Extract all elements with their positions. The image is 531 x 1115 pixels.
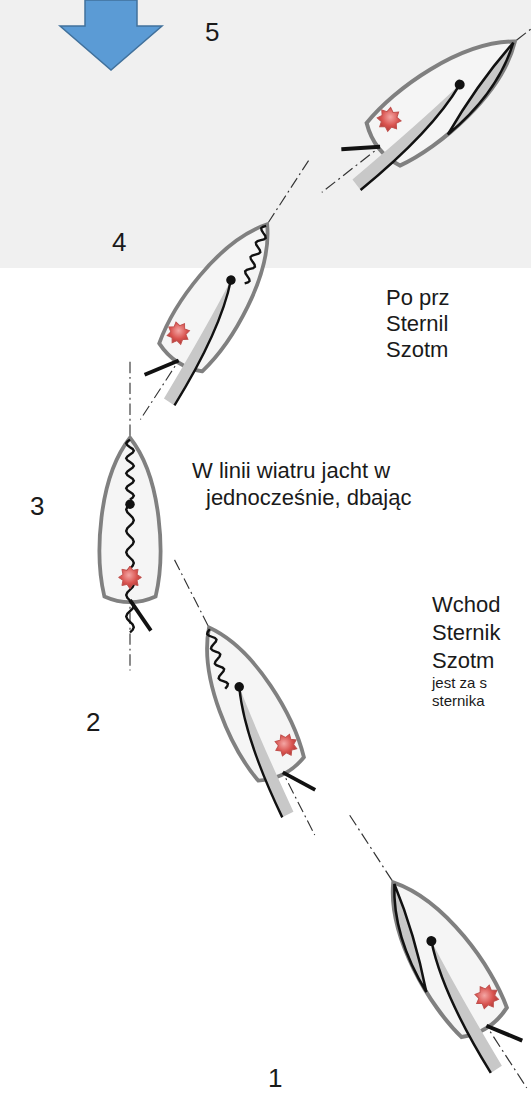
mainsail bbox=[413, 941, 509, 1073]
callout-number: 1 bbox=[268, 1064, 282, 1094]
note-text: sternika bbox=[432, 692, 485, 709]
boat bbox=[323, 798, 531, 1105]
note-text: Wchod bbox=[432, 592, 500, 617]
helmsman-star bbox=[163, 317, 195, 349]
jib-luffing bbox=[126, 440, 134, 500]
helmsman-star bbox=[271, 730, 302, 761]
hull bbox=[359, 16, 531, 173]
mast bbox=[233, 680, 246, 693]
mast bbox=[224, 274, 237, 287]
boat bbox=[100, 362, 161, 671]
jib-luffing bbox=[197, 629, 238, 689]
wind-arrow bbox=[60, 0, 162, 70]
mainsail-fill bbox=[413, 941, 509, 1073]
callout-number: 3 bbox=[30, 492, 44, 522]
helmsman-star bbox=[372, 103, 406, 137]
tiller bbox=[341, 129, 380, 166]
note-text: Sternik bbox=[432, 620, 500, 645]
boats-group bbox=[100, 0, 531, 1105]
helmsman-star bbox=[470, 980, 503, 1013]
hull bbox=[366, 865, 514, 1045]
note-text: Szotm bbox=[386, 337, 448, 362]
mainsail bbox=[347, 85, 473, 190]
boat bbox=[115, 144, 334, 436]
course-line bbox=[140, 161, 308, 420]
note-text: Szotm bbox=[432, 648, 494, 673]
tiller bbox=[283, 763, 315, 800]
hull bbox=[152, 208, 293, 379]
callout-number: 4 bbox=[112, 228, 126, 258]
jib bbox=[428, 43, 531, 135]
note-text: W linii wiatru jacht w bbox=[192, 458, 390, 483]
tiller bbox=[486, 1014, 522, 1053]
callout-number: 2 bbox=[86, 708, 100, 738]
helmsman-star bbox=[119, 566, 142, 589]
boat bbox=[302, 0, 531, 218]
mainsail bbox=[221, 687, 301, 818]
hull bbox=[182, 614, 311, 788]
callout-number: 5 bbox=[205, 18, 219, 48]
course-line bbox=[322, 0, 531, 192]
mainsail-fill bbox=[157, 280, 249, 405]
mainsail-fill bbox=[347, 85, 473, 190]
note-text: jest za s bbox=[432, 674, 487, 691]
tiller bbox=[145, 349, 179, 386]
boat bbox=[147, 546, 341, 849]
mainsail-fill bbox=[221, 687, 301, 818]
course-line bbox=[175, 560, 315, 835]
mast bbox=[125, 500, 135, 510]
note-text: Sternil bbox=[386, 311, 448, 336]
mainsail bbox=[157, 280, 249, 405]
mast bbox=[453, 78, 467, 92]
note-text: Po prz bbox=[386, 285, 450, 310]
course-line bbox=[350, 815, 527, 1088]
note-text: jednocześnie, dbając bbox=[206, 485, 411, 510]
mast bbox=[424, 934, 438, 948]
jib-luffing bbox=[231, 224, 280, 285]
hull bbox=[100, 438, 161, 602]
